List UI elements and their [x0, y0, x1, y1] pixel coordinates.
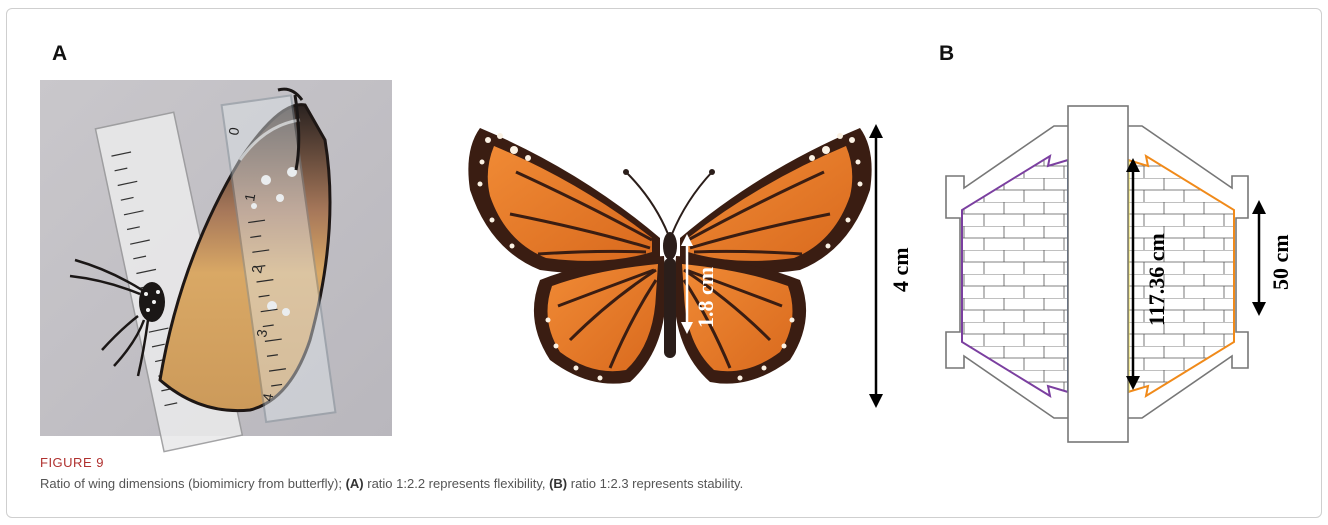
double-arrow-icon [866, 124, 886, 408]
caption-intro: Ratio of wing dimensions (biomimicry fro… [40, 476, 346, 491]
wing-height-label: 4 cm [884, 232, 914, 296]
photo-ruler-butterfly: 0 1 2 3 4 [40, 80, 392, 436]
caption-ref-b: (B) [549, 476, 567, 491]
structure-height-label: 117.36 cm [1140, 190, 1170, 330]
wing-width-label: 50 cm [1264, 222, 1294, 294]
figure-caption: Ratio of wing dimensions (biomimicry fro… [40, 476, 743, 491]
wing-width-text: 50 cm [1268, 234, 1293, 290]
body-length-text: 1.8 cm [693, 267, 718, 328]
monarch-butterfly-illustration [440, 110, 900, 410]
structure-height-text: 117.36 cm [1144, 233, 1169, 326]
caption-ref-a: (A) [346, 476, 364, 491]
brick-wing-structure-diagram [944, 106, 1244, 442]
wing-height-text: 4 cm [888, 247, 913, 292]
figure-title: FIGURE 9 [40, 455, 104, 470]
panel-label-b: B [939, 42, 954, 66]
caption-text-a: ratio 1:2.2 represents flexibility, [364, 476, 549, 491]
body-length-label: 1.8 cm [697, 256, 717, 336]
panel-label-a: A [52, 42, 67, 66]
caption-text-b: ratio 1:2.3 represents stability. [567, 476, 743, 491]
